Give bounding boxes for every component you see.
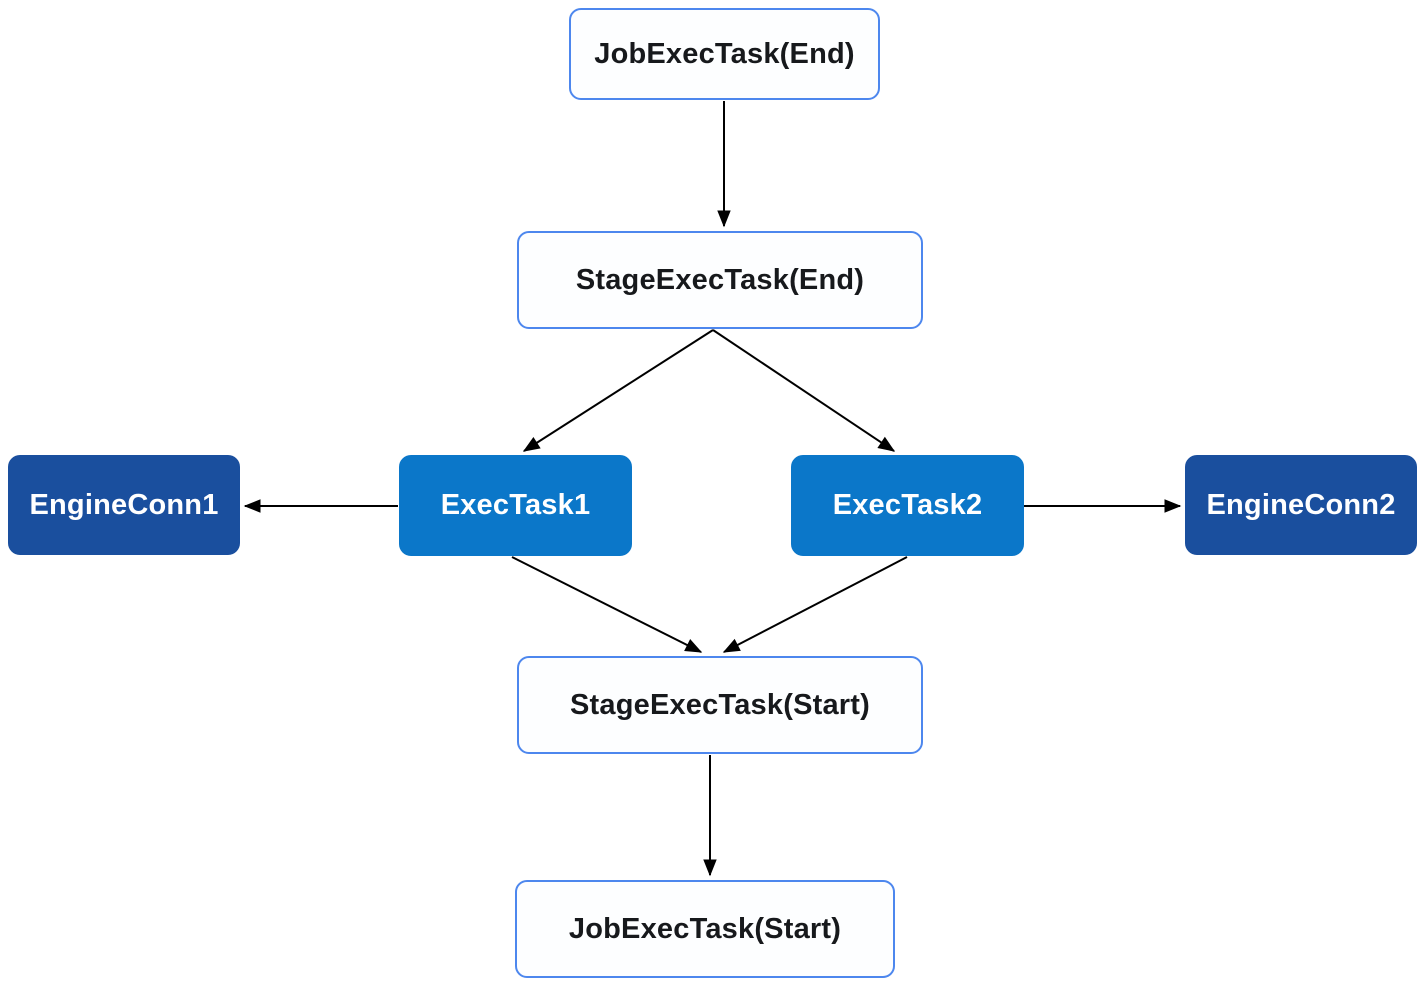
edge-exec-task-2-to-stage-start [722,556,908,653]
node-exec-task-2: ExecTask2 [791,455,1024,556]
node-engine-conn-2: EngineConn2 [1185,455,1417,555]
node-exec-task-1: ExecTask1 [399,455,632,556]
node-job-exec-task-start-label: JobExecTask(Start) [568,912,842,945]
edge-exec-task-1-to-stage-start [511,556,703,653]
node-stage-exec-task-start-label: StageExecTask(Start) [569,688,871,721]
node-engine-conn-1: EngineConn1 [8,455,240,555]
edge-stage-end-to-exec-task-2 [712,329,896,452]
node-job-exec-task-end-label: JobExecTask(End) [594,37,855,70]
node-stage-exec-task-start: StageExecTask(Start) [517,656,923,754]
node-stage-exec-task-end: StageExecTask(End) [517,231,923,329]
node-exec-task-1-label: ExecTask1 [440,489,591,521]
node-engine-conn-1-label: EngineConn1 [29,488,219,521]
node-engine-conn-2-label: EngineConn2 [1206,488,1396,521]
node-exec-task-2-label: ExecTask2 [832,489,983,521]
node-stage-exec-task-end-label: StageExecTask(End) [575,263,865,296]
node-job-exec-task-end: JobExecTask(End) [569,8,880,100]
node-job-exec-task-start: JobExecTask(Start) [515,880,895,978]
edge-stage-end-to-exec-task-1 [522,329,714,452]
